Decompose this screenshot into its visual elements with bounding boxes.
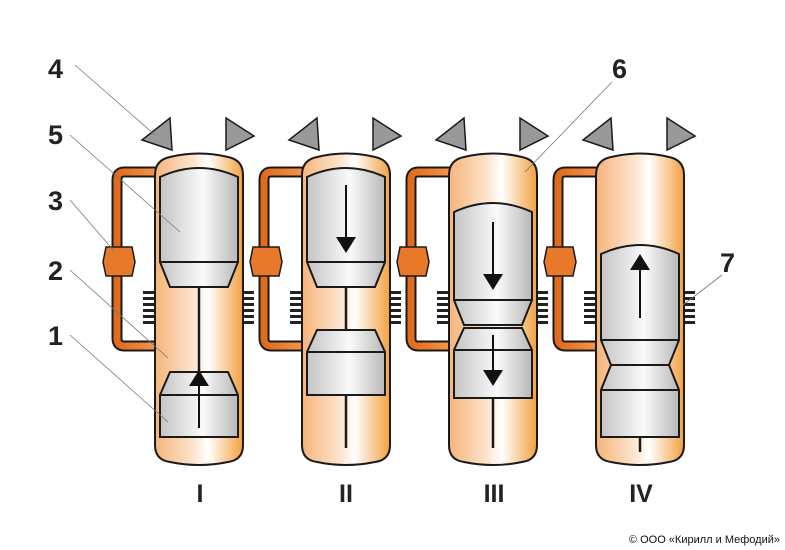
heat-triangle-icon bbox=[287, 116, 320, 152]
cooling-fin bbox=[437, 291, 448, 294]
stage-label-2: II bbox=[339, 480, 353, 508]
cooling-fin bbox=[584, 309, 595, 312]
cooling-fin bbox=[437, 315, 448, 318]
cooling-fin bbox=[243, 291, 254, 294]
cooling-fin bbox=[243, 321, 254, 324]
label-5: 5 bbox=[48, 120, 63, 150]
regenerator-block bbox=[543, 246, 577, 277]
label-3: 3 bbox=[48, 186, 63, 216]
cooling-fin bbox=[537, 291, 548, 294]
engine-stage-3 bbox=[396, 116, 550, 466]
heat-triangle-icon bbox=[225, 116, 256, 152]
cooling-fin bbox=[143, 291, 154, 294]
stage-label-4: IV bbox=[629, 480, 653, 508]
heat-triangle-icon bbox=[140, 116, 173, 152]
cooling-fin bbox=[584, 303, 595, 306]
label-6: 6 bbox=[612, 54, 627, 84]
cooling-fin bbox=[290, 315, 301, 318]
cooling-fin bbox=[390, 303, 401, 306]
cooling-fin bbox=[537, 315, 548, 318]
cooling-fin bbox=[243, 309, 254, 312]
cooling-fin bbox=[684, 321, 695, 324]
heat-triangle-icon bbox=[372, 116, 403, 152]
cooling-fin bbox=[537, 309, 548, 312]
cooling-fin bbox=[143, 321, 154, 324]
cooling-fin bbox=[143, 315, 154, 318]
cooling-fin bbox=[584, 315, 595, 318]
cooling-fin bbox=[390, 291, 401, 294]
engine-stage-2 bbox=[249, 116, 403, 466]
heat-triangle-icon bbox=[666, 116, 697, 152]
cooling-fin bbox=[290, 303, 301, 306]
cooling-fin bbox=[684, 309, 695, 312]
regenerator-block bbox=[396, 246, 430, 277]
power-piston bbox=[600, 364, 680, 438]
stage-label-3: III bbox=[484, 480, 505, 508]
cooling-fin bbox=[437, 303, 448, 306]
leader-lines bbox=[69, 64, 723, 423]
copyright: © ООО «Кирилл и Мефодий» bbox=[629, 534, 780, 546]
engine-stage-4 bbox=[543, 116, 697, 466]
cooling-fin bbox=[390, 315, 401, 318]
label-7: 7 bbox=[720, 248, 735, 278]
cooling-fin bbox=[437, 309, 448, 312]
cooling-fin bbox=[390, 321, 401, 324]
cooling-fin bbox=[290, 321, 301, 324]
engine-stage-1 bbox=[102, 116, 256, 466]
cooling-fin bbox=[437, 297, 448, 300]
heat-triangle-icon bbox=[581, 116, 614, 152]
cooling-fin bbox=[584, 291, 595, 294]
heat-triangle-icon bbox=[519, 116, 550, 152]
displacer-piston bbox=[159, 167, 239, 288]
cooling-fin bbox=[584, 321, 595, 324]
cooling-fin bbox=[243, 303, 254, 306]
cooling-fin bbox=[290, 291, 301, 294]
regenerator-block bbox=[102, 246, 136, 277]
cooling-fin bbox=[290, 309, 301, 312]
cooling-fin bbox=[290, 297, 301, 300]
cooling-fin bbox=[537, 297, 548, 300]
cooling-fin bbox=[243, 297, 254, 300]
cooling-fin bbox=[537, 321, 548, 324]
cooling-fin bbox=[437, 321, 448, 324]
cooling-fin bbox=[390, 297, 401, 300]
label-2: 2 bbox=[48, 256, 63, 286]
label-1: 1 bbox=[48, 321, 63, 351]
label-4: 4 bbox=[48, 54, 63, 84]
cooling-fin bbox=[684, 315, 695, 318]
cooling-fin bbox=[584, 297, 595, 300]
cooling-fin bbox=[143, 309, 154, 312]
power-piston bbox=[306, 329, 386, 396]
cooling-fin bbox=[684, 291, 695, 294]
cooling-fin bbox=[143, 303, 154, 306]
cooling-fin bbox=[684, 303, 695, 306]
cooling-fin bbox=[537, 303, 548, 306]
stage-label-1: I bbox=[197, 480, 204, 508]
regenerator-block bbox=[249, 246, 283, 277]
cooling-fin bbox=[243, 315, 254, 318]
cooling-fin bbox=[143, 297, 154, 300]
cooling-fin bbox=[390, 309, 401, 312]
cooling-fin bbox=[684, 297, 695, 300]
heat-triangle-icon bbox=[434, 116, 467, 152]
